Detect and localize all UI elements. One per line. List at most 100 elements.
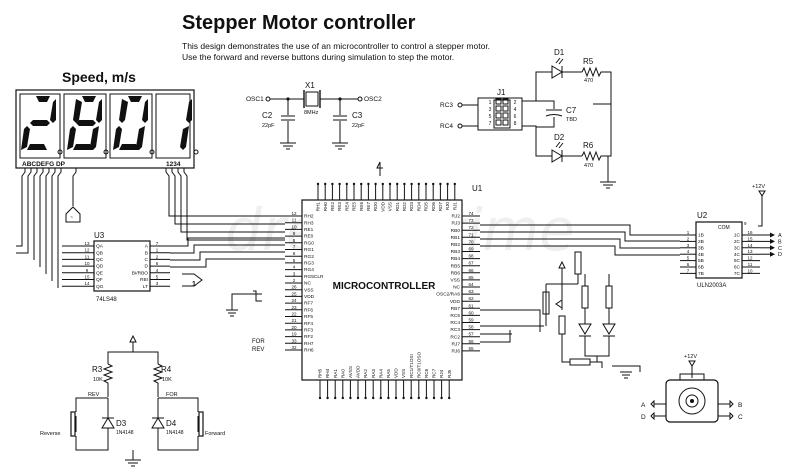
mcu-pin-number: 66: [468, 268, 474, 273]
segment: [50, 99, 56, 123]
d4-value: 1N4148: [166, 430, 184, 436]
driver-pin-name: 7B: [698, 271, 704, 277]
mcu-pin-number: 65: [468, 275, 474, 280]
decoder-pin-number: 4: [156, 268, 159, 273]
d2-ref: D2: [554, 133, 565, 142]
motor-supply: +12V: [684, 354, 697, 360]
decoder-pin-number: 15: [84, 275, 90, 280]
j1-pin-right: 8: [514, 121, 517, 127]
mcu-pin-name: RD1: [395, 202, 400, 212]
segment: [67, 126, 76, 150]
c7-ref: C7: [566, 106, 577, 115]
mcu-pin-name: RF3: [304, 328, 313, 334]
motor-out-arrow: [770, 232, 775, 238]
driver-pin-number: 16: [747, 230, 753, 235]
mcu-pin-number: 26: [291, 285, 297, 290]
mcu-pin-name: RB7: [451, 306, 461, 312]
crystal-ref: X1: [305, 81, 315, 90]
driver-pin-number: 15: [747, 236, 753, 241]
decoder-pin-number: 13: [84, 241, 90, 246]
mcu-pin-name: RH6: [304, 348, 314, 354]
output-leds: [480, 251, 641, 379]
mcu-pin-end: [410, 396, 413, 400]
decoder-name: 74LS48: [96, 297, 117, 303]
mcu-pin-name: RD6: [431, 202, 436, 212]
j1-pin: [495, 119, 502, 126]
segment: [73, 99, 82, 123]
mcu-pin-end: [403, 182, 406, 186]
motor-out-arrow: [770, 251, 775, 257]
mcu-pin-end: [448, 396, 451, 400]
mcu-pin-end: [374, 182, 377, 186]
mcu-pin-number: 56: [468, 339, 474, 344]
mcu-pin-end: [432, 396, 436, 400]
mcu-pin-name: RB4: [451, 256, 461, 262]
driver-pin-number: 6: [687, 262, 690, 267]
j1-pin: [502, 112, 509, 119]
mcu-name: MICROCONTROLLER: [333, 281, 437, 292]
j1-pin: [495, 98, 502, 105]
mcu-pin-number: 8: [293, 238, 296, 243]
mcu-pin-name: RC2: [450, 334, 460, 340]
decoder-pin-number: 7: [156, 241, 159, 246]
mcu-pin-name: RC3: [450, 327, 460, 333]
mcu-pin-name: RE4: [344, 202, 349, 211]
driver-pin-number: 11: [748, 262, 753, 267]
mcu-pin-number: 67: [468, 261, 474, 266]
mcu-pin-name: RB5: [451, 263, 461, 269]
mcu-pin-number: 20: [291, 325, 297, 330]
decoder-pin-name: QC: [96, 257, 104, 263]
mcu-pin-name: RH7: [304, 341, 314, 347]
mcu-pin-end: [424, 182, 428, 186]
mcu-pin-end: [432, 182, 435, 186]
decimal-point: [193, 149, 199, 155]
motor-b: B: [738, 402, 742, 409]
decoder-pin-name: LT: [143, 284, 148, 290]
digit-labels: 1234: [166, 161, 181, 168]
mcu-pin-end: [440, 396, 443, 400]
j1-pin: [502, 105, 509, 112]
r5-value: 470: [584, 78, 593, 84]
j1-pin-left: 3: [489, 107, 492, 113]
decoder-pin-number: 5: [156, 275, 159, 280]
display-digit: [67, 96, 109, 155]
mcu-pin-number: 6: [293, 251, 296, 256]
driver-pin-number: 7: [687, 268, 690, 273]
mcu-pin-name: RD7: [438, 202, 443, 212]
driver-pin-name: 4B: [698, 252, 704, 258]
mcu-pin-end: [394, 396, 398, 400]
mcu-pin-name: RA2: [363, 369, 368, 378]
j1-pin: [502, 119, 509, 126]
display-label: Speed, m/s: [62, 69, 136, 85]
driver-pin-number: 5: [687, 256, 690, 261]
j1-pin-left: 5: [489, 114, 492, 120]
decoder-pin-number: 1: [156, 248, 159, 253]
c2-value: 22pF: [262, 123, 275, 129]
microcontroller: U1 MICROCONTROLLER 12RH211RH310RE19RE08R…: [252, 182, 483, 400]
page-title: Stepper Motor controller: [182, 12, 416, 34]
mcu-pin-name: RE0: [304, 234, 314, 240]
segment: [142, 99, 148, 123]
mcu-pin-end: [417, 396, 420, 400]
driver-ref: U2: [697, 211, 708, 220]
decoder-pin-name: QF: [96, 277, 103, 283]
driver-pin-number: 3: [687, 243, 690, 248]
segment: [73, 144, 93, 150]
crystal-freq: 8MHz: [304, 110, 319, 116]
segment: [21, 126, 30, 150]
mcu-pin-end: [324, 182, 327, 186]
mcu-pin-number: 11: [292, 218, 297, 223]
mcu-pin-name: RJ5: [447, 369, 452, 378]
j1-pin: [495, 112, 502, 119]
mcu-pin-name: RF4: [304, 321, 313, 327]
mcu-pin-end: [402, 396, 405, 400]
rc3-label: RC3: [440, 102, 453, 109]
driver-com: COM: [718, 225, 730, 231]
decoder-pin-name: A: [145, 244, 149, 250]
mcu-pin-number: 4: [293, 265, 296, 270]
mcu-pin-name: RC7: [432, 368, 437, 378]
mcu-pin-name: RD3: [409, 202, 414, 212]
mcu-pin-name: RF6: [304, 307, 313, 313]
decoder-pin-number: 12: [84, 248, 90, 253]
